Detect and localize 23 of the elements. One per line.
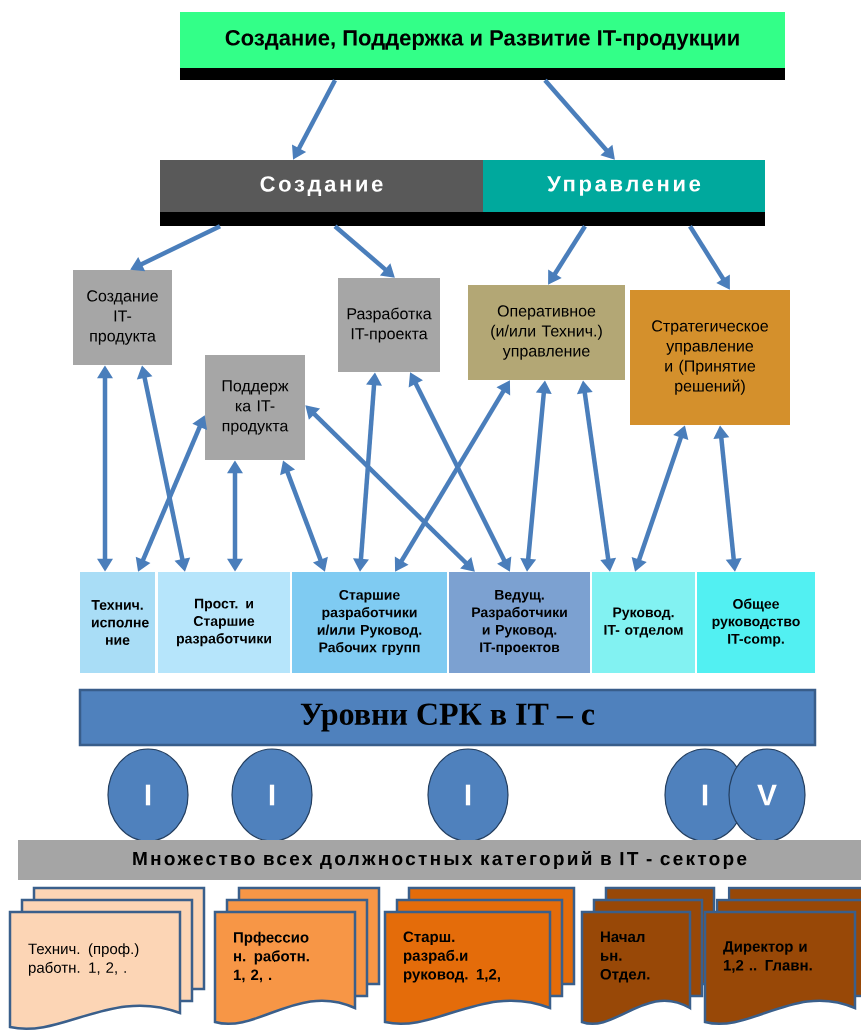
category-bar: Управление (483, 160, 765, 226)
document-stack: Начал ьн. Отдел. (580, 886, 716, 1025)
title-bar: Создание, Поддержка и Развитие IT-продукции (180, 12, 785, 80)
document-stack: Прфессио н. работн. 1, 2, . (213, 886, 381, 1025)
process-box: Оперативное (и/или Технич.) управление (468, 285, 625, 380)
arrow (305, 405, 475, 572)
role-box: Старшие разработчики и/или Руковод. Рабочих групп (292, 572, 447, 673)
document-stack: Технич. (проф.) работн. 1, 2, . (8, 886, 206, 1030)
document-stack: Старш. разраб.и руковод. 1,2, (383, 886, 576, 1025)
role-box: Общее руководство IT-comp. (697, 572, 815, 673)
process-box: Стратегическое управление и (Принятие решений) (630, 290, 790, 425)
category-bar: Создание (160, 160, 483, 226)
role-box: Ведущ. Разработчики и Руковод. IT-проектов (449, 572, 590, 673)
category-band: Множество всех должностных категорий в IT - секторе (18, 840, 861, 880)
document-stack: Директор и 1,2 .. Главн. (703, 886, 861, 1025)
role-box: Прост. и Старшие разработчики (158, 572, 290, 673)
process-box: Поддерж ка IT- продукта (205, 355, 305, 460)
node-label: Начал ьн. Отдел. (600, 931, 650, 983)
process-box: Создание IT- продукта (73, 270, 172, 365)
arrow (333, 224, 395, 278)
role-box: Технич. исполне ние (80, 572, 155, 673)
process-box: Разработка IT-проекта (338, 278, 440, 372)
role-box: Руковод. IT- отделом (592, 572, 695, 673)
